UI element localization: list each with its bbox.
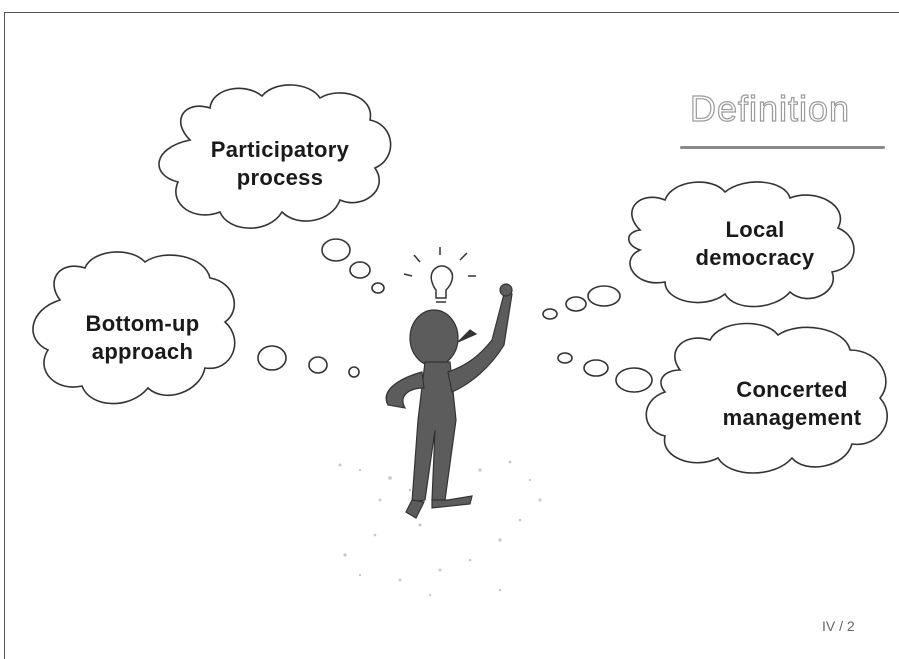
bubble xyxy=(371,282,385,294)
bubble xyxy=(348,366,360,378)
slide-title: Definition xyxy=(689,87,851,129)
bubble xyxy=(349,261,371,279)
thought-bubbles xyxy=(257,238,653,393)
cloud-bottom-up-line1: Bottom-up xyxy=(85,311,200,336)
bubble xyxy=(557,352,573,364)
thinking-person-icon xyxy=(385,283,513,519)
bubble xyxy=(257,345,287,371)
cloud-concerted-line1: Concerted xyxy=(736,377,848,402)
frame-border-left xyxy=(4,12,5,659)
cloud-local xyxy=(627,181,855,308)
cloud-participatory-line2: process xyxy=(236,165,324,190)
page-number: IV / 2 xyxy=(822,618,855,634)
cloud-participatory-label: Participatory process xyxy=(180,136,380,192)
cloud-concerted-line2: management xyxy=(722,405,862,430)
frame-border-top xyxy=(4,12,899,13)
cloud-bottom-up-label: Bottom-up approach xyxy=(55,310,230,366)
cloud-bottom-up-line2: approach xyxy=(91,339,194,364)
cloud-local-label: Local democracy xyxy=(660,216,850,272)
cloud-concerted xyxy=(645,322,888,474)
title-underline xyxy=(680,146,885,149)
bubble xyxy=(583,359,609,377)
cloud-local-line2: democracy xyxy=(695,245,815,270)
bubble xyxy=(565,296,587,312)
ground-shadow xyxy=(338,460,542,597)
bubble xyxy=(321,238,351,262)
cloud-bottom-up xyxy=(32,251,236,405)
cloud-concerted-label: Concerted management xyxy=(692,376,892,432)
light-bulb-icon xyxy=(403,247,476,303)
bubble xyxy=(587,285,621,307)
bubble xyxy=(542,308,558,320)
bubble xyxy=(615,367,653,393)
bubble xyxy=(308,356,328,374)
cloud-participatory-line1: Participatory xyxy=(210,137,350,162)
cloud-local-line1: Local xyxy=(725,217,785,242)
cloud-participatory xyxy=(158,84,392,229)
